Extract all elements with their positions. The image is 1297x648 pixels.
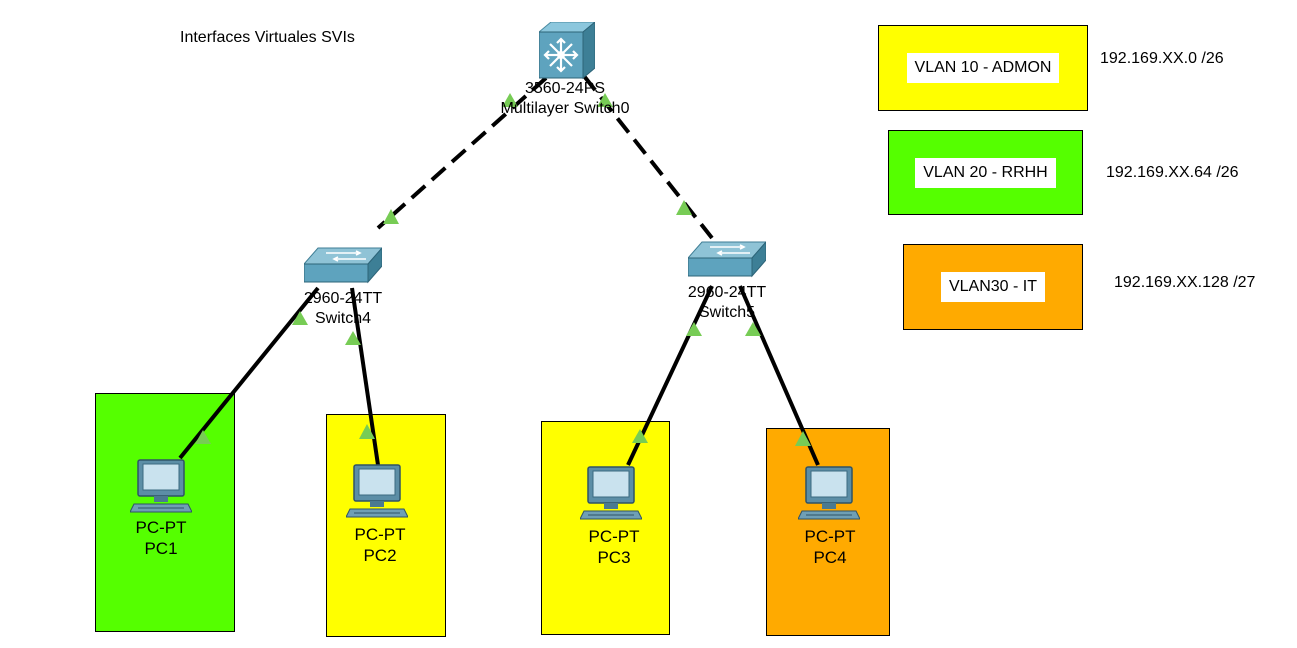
switch-icon[interactable] — [302, 246, 384, 289]
trunk-link-core-switch4[interactable] — [376, 76, 548, 230]
core-switch-model: 3560-24PS — [524, 80, 606, 97]
port-light-icon — [632, 429, 648, 443]
pc4-name: PC4 — [813, 548, 847, 567]
switch4-label: 2960-24TT Switch4 — [280, 289, 406, 329]
port-light-icon — [292, 311, 308, 325]
port-status-lights — [195, 93, 811, 446]
legend-vlan30-subnet: 192.169.XX.128 /27 — [1108, 272, 1262, 294]
pc3-name: PC3 — [597, 548, 631, 567]
vlan-area-pc4 — [766, 428, 890, 636]
switch4-model: 2960-24TT — [303, 290, 383, 307]
legend-vlan30-label: VLAN30 - IT — [940, 272, 1046, 302]
switch-icon[interactable] — [686, 240, 768, 283]
legend-vlan20-label: VLAN 20 - RRHH — [915, 157, 1056, 188]
pc-icon[interactable] — [129, 458, 193, 519]
port-light-icon — [195, 430, 211, 444]
pc3-model: PC-PT — [588, 527, 640, 546]
port-light-icon — [502, 93, 518, 107]
legend-vlan10-label: VLAN 10 - ADMON — [906, 53, 1060, 83]
core-switch-name: Multilayer Switch0 — [500, 100, 630, 117]
legend-vlan30-box: VLAN30 - IT — [903, 244, 1083, 330]
switch4-name: Switch4 — [314, 310, 372, 327]
port-light-icon — [359, 424, 375, 439]
vlan-area-pc2 — [326, 414, 446, 637]
legend-vlan20-subnet: 192.169.XX.64 /26 — [1100, 162, 1245, 184]
switch5-label: 2960-24TT Switch5 — [664, 283, 790, 323]
pc1-label: PC-PT PC1 — [111, 517, 211, 559]
pc1-model: PC-PT — [135, 518, 187, 537]
port-light-icon — [676, 200, 692, 215]
port-light-icon — [383, 209, 399, 224]
pc-icon[interactable] — [797, 465, 861, 526]
pc4-label: PC-PT PC4 — [780, 526, 880, 568]
port-light-icon — [597, 93, 613, 107]
pc-icon[interactable] — [345, 463, 409, 524]
diagram-title-note: Interfaces Virtuales SVIs — [174, 27, 361, 49]
switch5-model: 2960-24TT — [687, 284, 767, 301]
legend-vlan10-box: VLAN 10 - ADMON — [878, 25, 1088, 111]
port-light-icon — [795, 431, 811, 446]
legend-vlan20-box: VLAN 20 - RRHH — [888, 130, 1083, 215]
pc2-label: PC-PT PC2 — [330, 524, 430, 566]
multilayer-switch-icon[interactable] — [537, 20, 597, 85]
legend-vlan10-subnet: 192.169.XX.0 /26 — [1094, 48, 1230, 70]
pc2-name: PC2 — [363, 546, 397, 565]
pc3-label: PC-PT PC3 — [564, 526, 664, 568]
access-link-switch4-pc1[interactable] — [178, 286, 320, 460]
core-switch-label: 3560-24PS Multilayer Switch0 — [470, 79, 660, 119]
port-light-icon — [745, 322, 761, 336]
port-light-icon — [686, 322, 702, 336]
pc2-model: PC-PT — [354, 525, 406, 544]
pc1-name: PC1 — [144, 539, 178, 558]
port-light-icon — [345, 331, 361, 345]
pc-icon[interactable] — [579, 465, 643, 526]
access-link-switch4-pc2[interactable] — [350, 287, 380, 466]
vlan-area-pc3 — [541, 421, 670, 635]
pc4-model: PC-PT — [804, 527, 856, 546]
switch5-name: Switch5 — [698, 304, 756, 321]
